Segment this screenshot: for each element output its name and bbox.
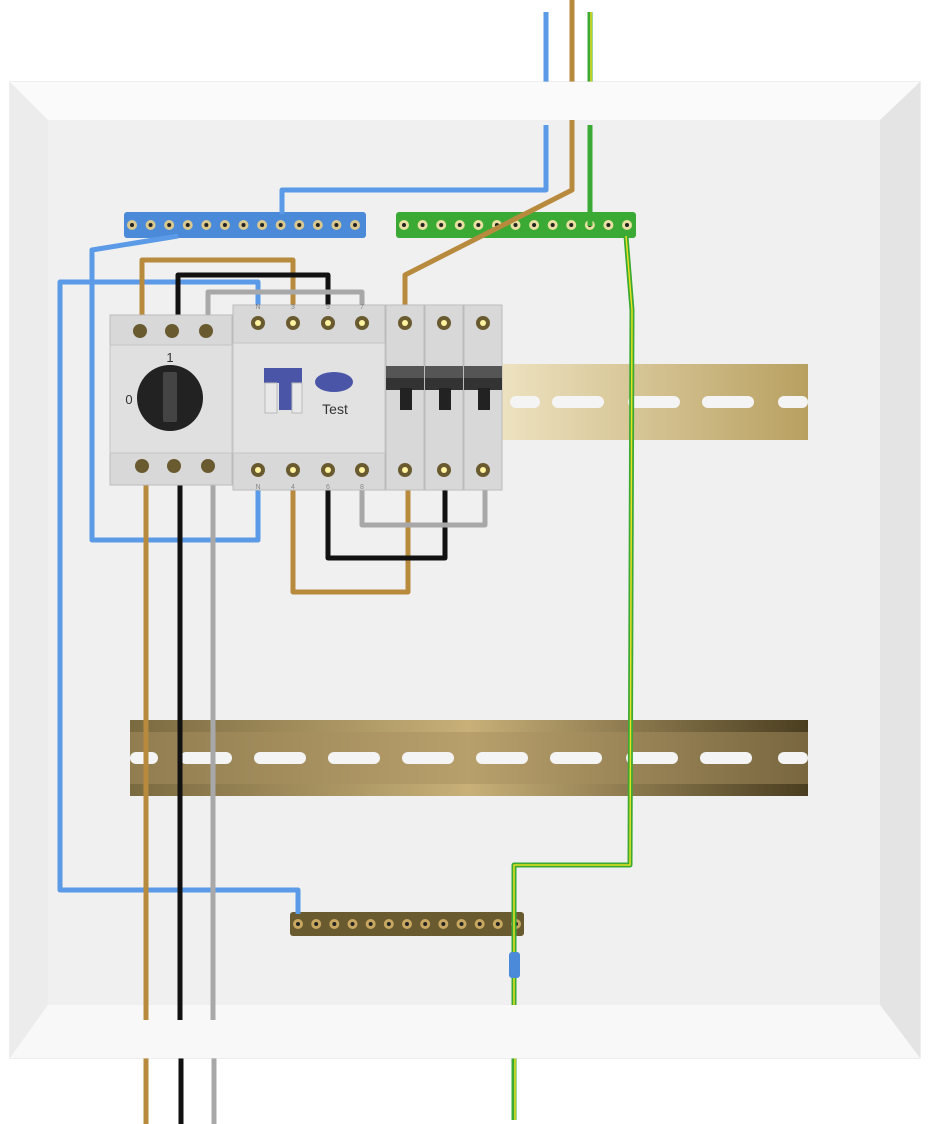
incoming-wires	[143, 0, 593, 1124]
mcb-module	[424, 304, 464, 491]
terminal-label: 5	[326, 304, 330, 311]
neutral-busbar	[124, 212, 366, 238]
test-label: Test	[322, 401, 348, 417]
test-button[interactable]	[315, 372, 353, 392]
din-rail-bottom	[130, 720, 808, 796]
terminal-label: 3	[291, 304, 295, 311]
mcb-module	[385, 304, 425, 491]
rcd: N 3 5 7 N 4 6 8 Test	[232, 304, 386, 491]
switch-on-label: 1	[166, 350, 173, 365]
terminal-label: 7	[360, 304, 364, 311]
main-isolator-switch: 1 0	[109, 314, 233, 486]
brass-busbar	[290, 912, 524, 936]
terminal-label: 8	[360, 484, 364, 491]
circuit-breakers	[385, 304, 503, 491]
mcb-module	[463, 304, 503, 491]
mcb-toggle[interactable]	[478, 388, 490, 410]
wiring	[57, 120, 635, 1020]
terminal-label: N	[255, 484, 260, 491]
switch-off-label: 0	[125, 392, 132, 407]
terminal-label: 4	[291, 484, 295, 491]
mcb-toggle[interactable]	[439, 388, 451, 410]
rcd-toggle-lever[interactable]	[264, 368, 303, 414]
mcb-toggle[interactable]	[400, 388, 412, 410]
terminal-label: 6	[326, 484, 330, 491]
terminal-label: N	[255, 304, 260, 311]
